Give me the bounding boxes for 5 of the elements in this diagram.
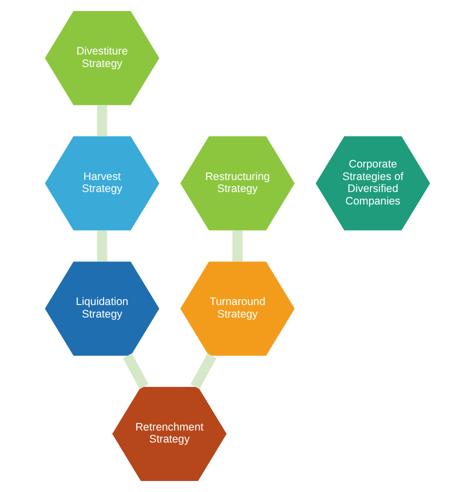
connector <box>122 353 148 390</box>
connector <box>232 230 242 262</box>
connector <box>190 353 216 390</box>
connector <box>96 105 107 136</box>
connector <box>96 230 107 262</box>
